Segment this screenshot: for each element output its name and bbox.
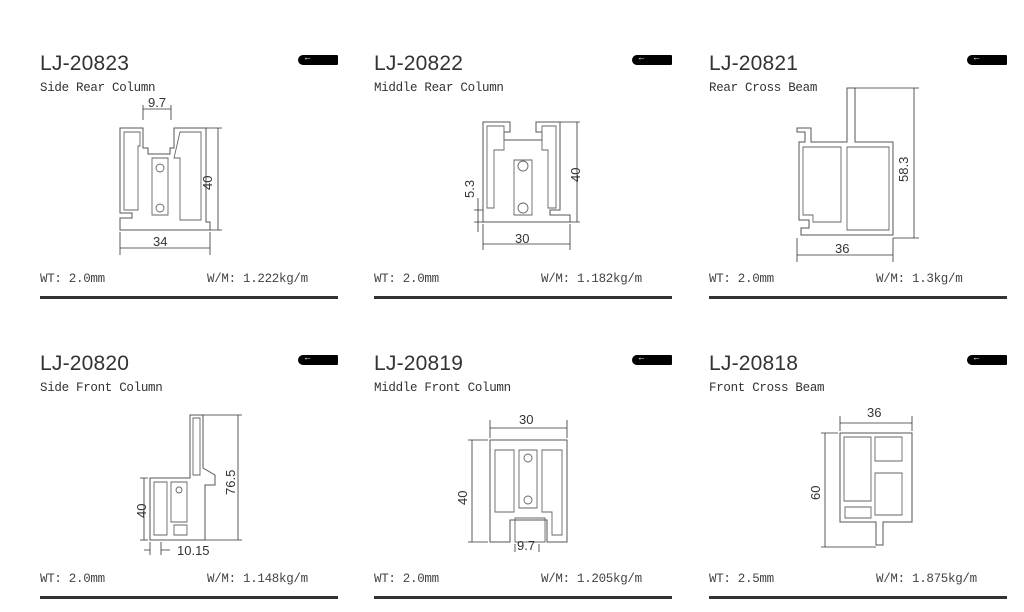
back-tag[interactable]: ← [632,352,672,365]
back-tag[interactable]: ← [967,352,1007,365]
wall-thickness: WT: 2.0mm [40,272,105,286]
product-code: LJ-20823 [40,52,130,75]
product-name: Front Cross Beam [709,381,825,395]
product-code: LJ-20820 [40,352,130,375]
profile-drawing: 76.5 40 10.15 [134,414,242,558]
product-name: Side Rear Column [40,81,156,95]
dim-width: 30 [515,231,529,246]
product-card-lj-20819: LJ-20819 Middle Front Column ← 30 40 9.7… [374,350,672,600]
divider [709,296,1007,299]
dim-height: 60 [808,486,823,500]
back-tag[interactable]: ← [298,52,338,65]
wall-thickness: WT: 2.0mm [374,272,439,286]
divider [374,296,672,299]
weight-per-meter: W/M: 1.222kg/m [207,272,308,286]
dim-slot-width: 9.7 [517,538,535,553]
dim-width-top: 9.7 [148,95,166,110]
product-name: Rear Cross Beam [709,81,818,95]
arrow-left-icon: ← [303,352,312,362]
profile-drawing: 5.3 40 30 [462,121,583,250]
profile-drawing: 58.3 36 [796,87,919,262]
arrow-left-icon: ← [972,52,981,62]
product-card-lj-20820: LJ-20820 Side Front Column ← 76.5 40 10.… [40,350,338,600]
dim-width: 36 [867,405,881,420]
dim-width: 36 [835,241,849,256]
profile-drawing: 9.7 40 34 [119,95,222,255]
dim-height: 40 [200,176,215,190]
product-code: LJ-20822 [374,52,464,75]
weight-per-meter: W/M: 1.182kg/m [541,272,642,286]
weight-per-meter: W/M: 1.3kg/m [876,272,963,286]
back-tag[interactable]: ← [967,52,1007,65]
weight-per-meter: W/M: 1.148kg/m [207,572,308,586]
dim-width: 30 [519,412,533,427]
arrow-left-icon: ← [637,52,646,62]
product-name: Side Front Column [40,381,163,395]
wall-thickness: WT: 2.0mm [40,572,105,586]
product-name: Middle Front Column [374,381,511,395]
profile-drawing: 36 60 [808,405,913,548]
dim-height: 40 [455,491,470,505]
divider [40,596,338,599]
dim-width: 34 [153,234,167,249]
product-card-lj-20822: LJ-20822 Middle Rear Column ← 5.3 40 30 … [374,50,672,300]
product-card-lj-20818: LJ-20818 Front Cross Beam ← 36 60 WT: 2.… [709,350,1007,600]
arrow-left-icon: ← [303,52,312,62]
dim-height: 76.5 [223,470,238,495]
dim-offset: 10.15 [177,543,210,558]
profile-drawing: 30 40 9.7 [455,412,568,553]
product-card-lj-20823: LJ-20823 Side Rear Column ← 9.7 40 34 WT… [40,50,338,300]
dim-inner-height: 40 [134,504,149,518]
wall-thickness: WT: 2.5mm [709,572,774,586]
weight-per-meter: W/M: 1.205kg/m [541,572,642,586]
product-name: Middle Rear Column [374,81,504,95]
back-tag[interactable]: ← [632,52,672,65]
product-code: LJ-20821 [709,52,799,75]
product-code: LJ-20818 [709,352,799,375]
arrow-left-icon: ← [972,352,981,362]
dim-height: 40 [568,168,583,182]
back-tag[interactable]: ← [298,352,338,365]
wall-thickness: WT: 2.0mm [709,272,774,286]
arrow-left-icon: ← [637,352,646,362]
wall-thickness: WT: 2.0mm [374,572,439,586]
divider [709,596,1007,599]
dim-height: 58.3 [896,157,911,182]
product-card-lj-20821: LJ-20821 Rear Cross Beam ← 58.3 36 WT: 2… [709,50,1007,300]
dim-offset: 5.3 [462,180,477,198]
product-code: LJ-20819 [374,352,464,375]
divider [40,296,338,299]
divider [374,596,672,599]
weight-per-meter: W/M: 1.875kg/m [876,572,977,586]
